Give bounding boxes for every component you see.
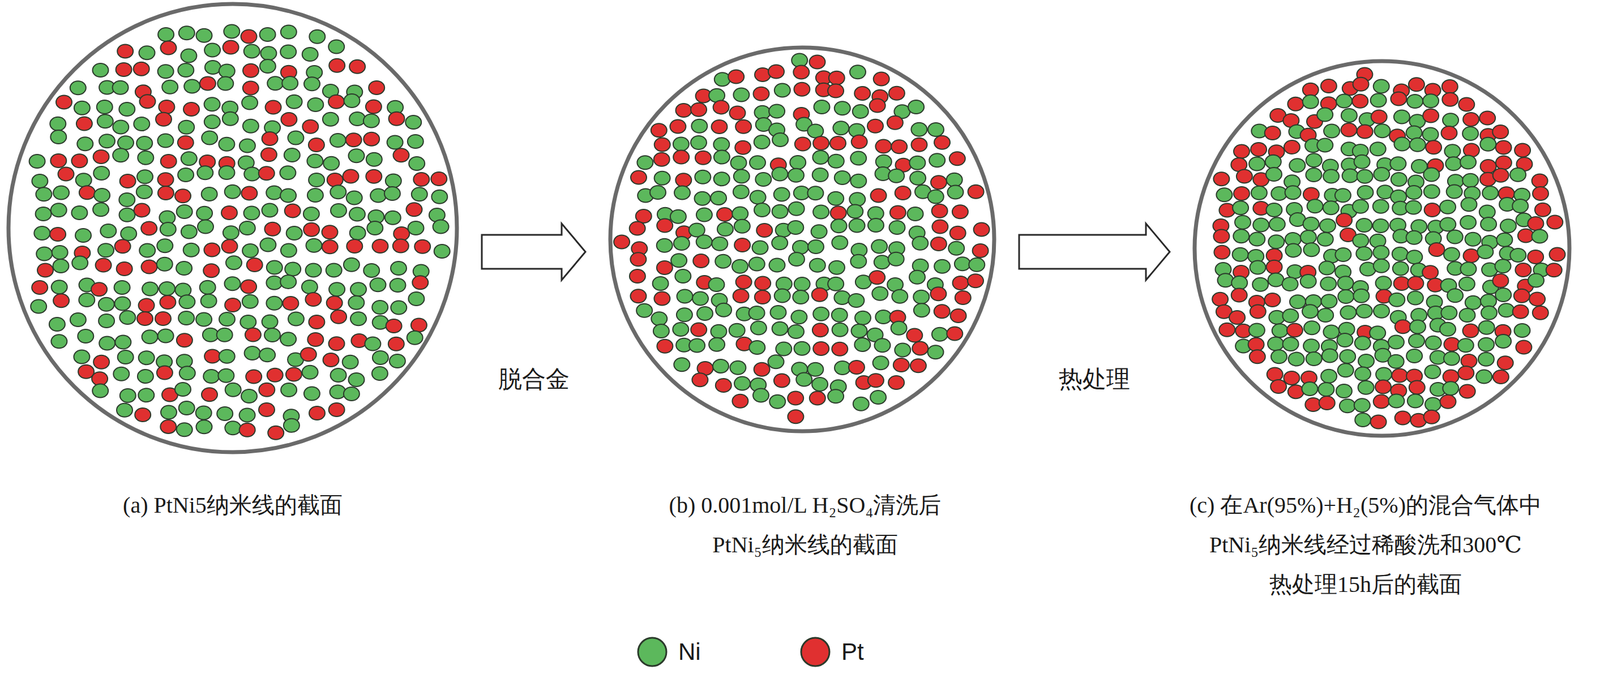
cross-section-circle: (b) 0.001mol/L H₂SO₄清洗后 PtNi₅纳米线的截面 [608,45,997,434]
nanowire-section [1192,58,1572,439]
process-label: 热处理 [1055,363,1134,396]
process-label: 脱合金 [494,363,573,396]
nanowire-section [608,45,997,434]
process-arrow [1019,223,1170,281]
legend-entry: Pt [798,635,864,670]
section-caption: (b) 0.001mol/L H₂SO₄清洗后 PtNi₅纳米线的截面 [643,485,967,566]
cross-section-circle: (a) PtNi5纳米线的截面 [6,1,460,455]
legend-text: Pt [841,638,864,666]
legend-swatch [798,635,833,670]
legend-entry: Ni [635,635,701,670]
process-arrow [481,223,586,281]
nanowire-section [6,1,460,455]
cross-section-circle: (c) 在Ar(95%)+H₂(5%)的混合气体中 PtNi₅纳米线经过稀酸洗和… [1192,58,1572,439]
legend-swatch [635,635,670,670]
legend-text: Ni [678,638,701,666]
section-caption: (c) 在Ar(95%)+H₂(5%)的混合气体中 PtNi₅纳米线经过稀酸洗和… [1158,485,1573,605]
section-caption: (a) PtNi5纳米线的截面 [122,485,343,526]
